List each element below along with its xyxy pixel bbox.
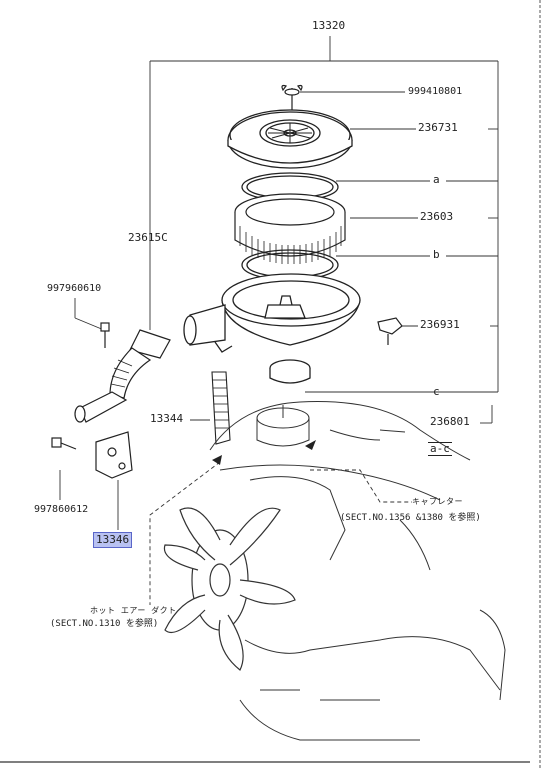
label-wing-nut[interactable]: 999410801 — [408, 86, 463, 97]
label-duct-hose[interactable]: 13344 — [150, 412, 184, 425]
label-kit-range: a-c — [428, 442, 452, 456]
engine-drawing — [163, 401, 506, 741]
label-hose-left[interactable]: 23615C — [128, 231, 168, 244]
label-ring-c[interactable]: c — [433, 385, 440, 398]
note-duct-jp: ホット エアー ダクト — [90, 606, 177, 615]
label-assembly[interactable]: 13320 — [312, 19, 346, 32]
label-sensor[interactable]: 236931 — [420, 318, 460, 331]
label-ring-b[interactable]: b — [433, 248, 440, 261]
duct-hose-drawing — [211, 371, 231, 445]
cover-drawing — [227, 109, 353, 169]
label-bolt-upper[interactable]: 997960610 — [47, 283, 102, 294]
note-duct-ref: (SECT.NO.1310 を参照) — [50, 619, 159, 629]
hose-left-drawing — [74, 329, 171, 423]
bolt-lower-drawing — [51, 437, 77, 450]
label-gasket-kit[interactable]: 236801 — [430, 415, 470, 428]
label-filter[interactable]: 23603 — [420, 210, 454, 223]
leader-lines — [59, 36, 499, 605]
label-cover[interactable]: 236731 — [418, 121, 458, 134]
label-bolt-lower[interactable]: 997860612 — [34, 504, 89, 515]
wing-nut-drawing — [281, 84, 303, 110]
ring-c-drawing — [269, 359, 311, 384]
filter-drawing — [234, 193, 346, 264]
bracket-drawing — [95, 431, 133, 479]
label-bracket-highlighted[interactable]: 13346 — [93, 532, 133, 548]
body-drawing — [183, 273, 361, 353]
note-carb-ref: (SECT.NO.1356 &1380 を参照) — [340, 513, 481, 523]
bolt-upper-drawing — [100, 322, 110, 348]
label-ring-a[interactable]: a — [433, 173, 440, 186]
sensor-drawing — [377, 317, 403, 345]
pointer-arrows — [212, 440, 316, 465]
note-carb-jp: キャブレター — [412, 497, 463, 506]
